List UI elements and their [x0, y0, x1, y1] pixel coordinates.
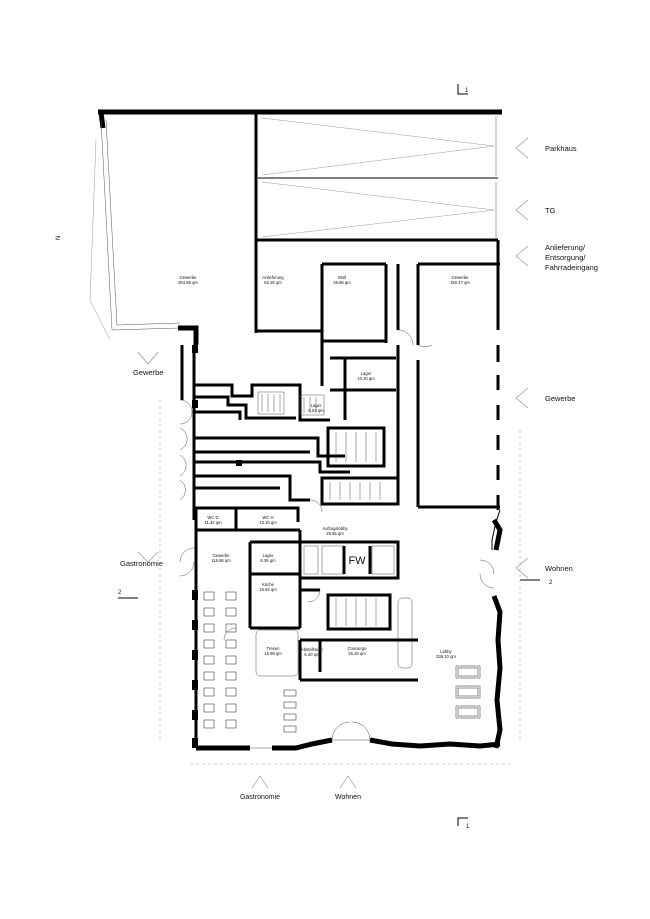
svg-text:Tresen: Tresen [267, 646, 281, 651]
svg-text:Küche: Küche [262, 582, 275, 587]
svg-text:35.86 qm: 35.86 qm [333, 280, 351, 285]
svg-text:11.32 qm: 11.32 qm [204, 520, 222, 525]
svg-text:1: 1 [465, 88, 469, 94]
gastro-walls [194, 508, 418, 745]
room-lager-3: Lager 6.36 qm [260, 553, 276, 563]
svg-text:Gewerbe: Gewerbe [213, 553, 231, 558]
svg-text:Müll: Müll [338, 275, 346, 280]
room-aufzugslobby: Aufzugslobby 25.65 qm [322, 526, 348, 536]
svg-text:9.03 qm: 9.03 qm [308, 408, 324, 413]
lobby-furniture [455, 665, 481, 719]
svg-text:116.56 qm: 116.56 qm [211, 558, 231, 563]
entrance-label-wohnen-right: Wohnen [545, 564, 573, 573]
section-marker-top: 1 [457, 84, 469, 95]
svg-text:26.29 qm: 26.29 qm [348, 651, 366, 656]
room-gewerbe-large: Gewerbe 304.86 qm [178, 275, 198, 285]
site-boundary [159, 400, 521, 765]
svg-text:Abstellraum: Abstellraum [301, 647, 324, 652]
left-facade [192, 345, 242, 748]
section-marker-bottom: 1 [457, 817, 470, 830]
section-marker-right: 2 [520, 579, 553, 586]
svg-text:Concierge: Concierge [347, 646, 367, 651]
room-gewerbe-right: Gewerbe 150.47 qm [450, 275, 470, 285]
section-marker-left: 2 [118, 590, 138, 599]
right-facade [491, 345, 501, 550]
entrance-arrows [137, 137, 529, 789]
room-lobby: Lobby 336.10 qm [436, 649, 456, 659]
svg-text:62.26 qm: 62.26 qm [264, 280, 282, 285]
svg-text:Gewerbe: Gewerbe [180, 275, 198, 280]
bottom-facade [196, 518, 503, 751]
svg-text:2: 2 [549, 580, 553, 586]
svg-text:25.65 qm: 25.65 qm [326, 531, 344, 536]
svg-text:15.69 qm: 15.69 qm [264, 651, 282, 656]
svg-text:Fahrradeingang: Fahrradeingang [545, 263, 598, 272]
doors [179, 329, 495, 641]
svg-text:WC H: WC H [262, 515, 273, 520]
gastro-tables [203, 591, 299, 733]
room-anlieferung: Anlieferung 62.26 qm [262, 275, 284, 285]
entrance-label-wohnen-bottom: Wohnen [335, 794, 361, 801]
stair-core [257, 391, 400, 631]
svg-text:13.15 qm: 13.15 qm [259, 520, 277, 525]
svg-text:Gewerbe: Gewerbe [452, 275, 470, 280]
room-tresen: Tresen 15.69 qm [264, 646, 282, 656]
svg-text:336.10 qm: 336.10 qm [436, 654, 456, 659]
entrance-label-gastronomie-left: Gastronomie [120, 559, 163, 568]
svg-text:150.47 qm: 150.47 qm [450, 280, 470, 285]
corridor-walls [180, 345, 350, 522]
svg-text:16.92 qm: 16.92 qm [259, 587, 277, 592]
gewerbe-glazing [89, 119, 181, 341]
fw-label: FW [348, 555, 366, 567]
room-wc-d: WC D 11.32 qm [204, 515, 222, 525]
entrance-label-gewerbe-right: Gewerbe [545, 394, 575, 403]
svg-text:Aufzugslobby: Aufzugslobby [322, 526, 348, 531]
room-muell: Müll 35.86 qm [333, 275, 351, 285]
room-gewerbe-gastro: Gewerbe 116.56 qm [211, 553, 231, 563]
svg-text:Lager: Lager [263, 553, 274, 558]
north-marker: N [56, 236, 62, 240]
svg-text:Anlieferung: Anlieferung [262, 275, 284, 280]
room-abstellraum: Abstellraum 6.40 qm [301, 647, 324, 657]
entrance-label-parkhaus: Parkhaus [545, 144, 577, 153]
svg-text:6.40 qm: 6.40 qm [304, 652, 320, 657]
svg-text:1: 1 [466, 824, 470, 830]
entrance-label-anlieferung: Anlieferung/ Entsorgung/ Fahrradeingang [545, 243, 598, 272]
room-concierge: Concierge 26.29 qm [347, 646, 367, 656]
room-lager-1: Lager 10.20 qm [357, 371, 375, 381]
svg-text:Lager: Lager [311, 403, 322, 408]
svg-text:Anlieferung/: Anlieferung/ [545, 243, 586, 252]
svg-text:WC D: WC D [207, 515, 218, 520]
entrance-label-tg: TG [545, 206, 556, 215]
room-wc-h: WC H 13.15 qm [259, 515, 277, 525]
room-lager-2: Lager 9.03 qm [308, 403, 324, 413]
svg-text:6.36 qm: 6.36 qm [260, 558, 276, 563]
svg-text:Lager: Lager [361, 371, 372, 376]
room-kueche: Küche 16.92 qm [259, 582, 277, 592]
parking-lanes [256, 116, 498, 242]
svg-text:304.86 qm: 304.86 qm [178, 280, 198, 285]
svg-text:Entsorgung/: Entsorgung/ [545, 253, 586, 262]
svg-text:10.20 qm: 10.20 qm [357, 376, 375, 381]
svg-text:2: 2 [118, 590, 122, 596]
entrance-label-gewerbe-left: Gewerbe [133, 368, 163, 377]
service-walls [254, 112, 500, 509]
entrance-label-gastronomie-bottom: Gastronomie [240, 794, 280, 801]
svg-text:Lobby: Lobby [440, 649, 452, 654]
